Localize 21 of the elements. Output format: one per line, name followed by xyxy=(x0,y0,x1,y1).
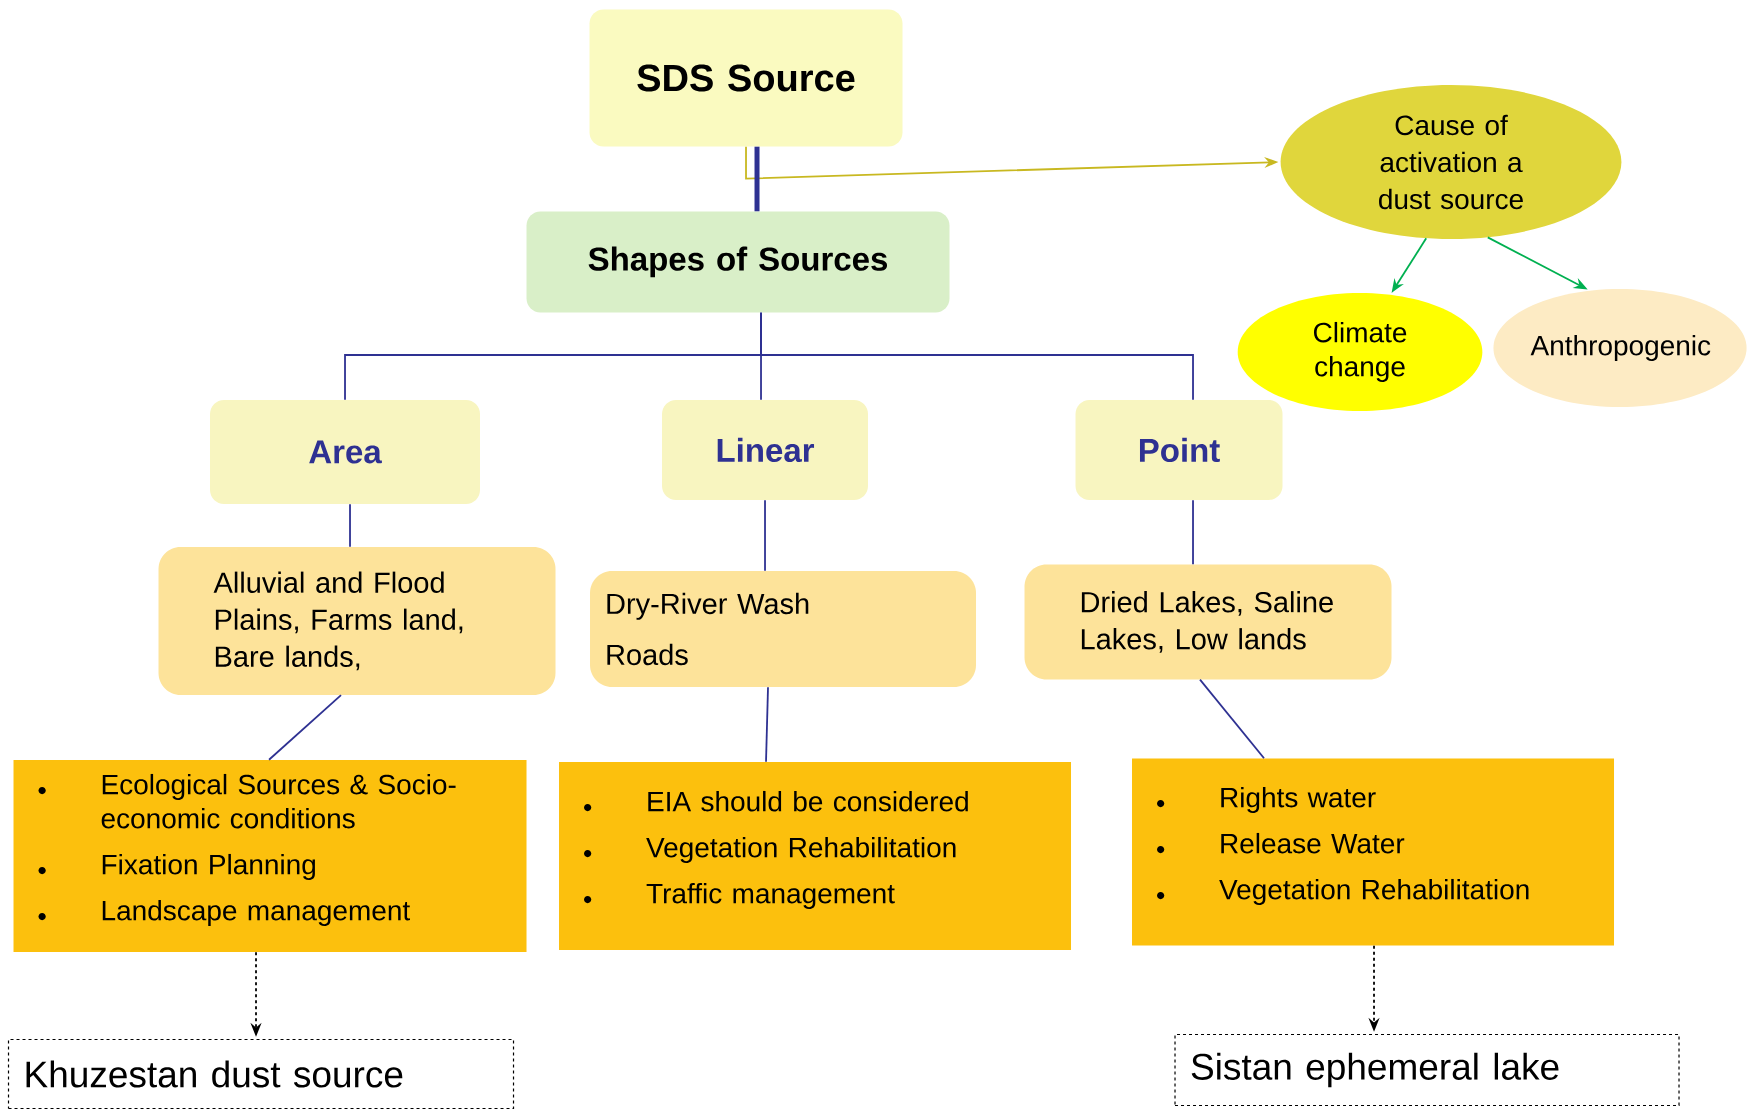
category-box: Area xyxy=(210,400,480,504)
connector-line xyxy=(349,503,351,548)
connector-line xyxy=(1192,499,1194,566)
heading-box: Shapes of Sources xyxy=(526,211,950,313)
source-box: Dry-River Wash Roads xyxy=(590,571,976,687)
source-box: Alluvial and Flood Plains, Farms land, Bare lands, xyxy=(158,547,556,695)
measures-box: Ecological Sources & Socio-economic conditions Fixation Planning Landscape management xyxy=(13,759,527,953)
source-box: Dried Lakes, Saline Lakes, Low lands xyxy=(1024,564,1392,680)
connector-line xyxy=(764,499,766,572)
connector-line xyxy=(760,311,1194,401)
measures-box: EIA should be considered Vegetation Rehabilitation Traffic management xyxy=(559,762,1071,950)
title-box: SDS Source xyxy=(589,9,903,147)
measures-box: Rights water Release Water Vegetation Rehabilitation xyxy=(1132,758,1614,946)
connector-line xyxy=(1199,678,1265,760)
connector-line xyxy=(765,686,769,763)
case-box: Khuzestan dust source xyxy=(7,1038,515,1110)
category-box: Linear xyxy=(662,400,868,500)
case-box: Sistan ephemeral lake xyxy=(1174,1033,1680,1107)
connector-line xyxy=(754,146,760,212)
category-box: Point xyxy=(1075,400,1283,500)
connector-line xyxy=(268,694,342,761)
